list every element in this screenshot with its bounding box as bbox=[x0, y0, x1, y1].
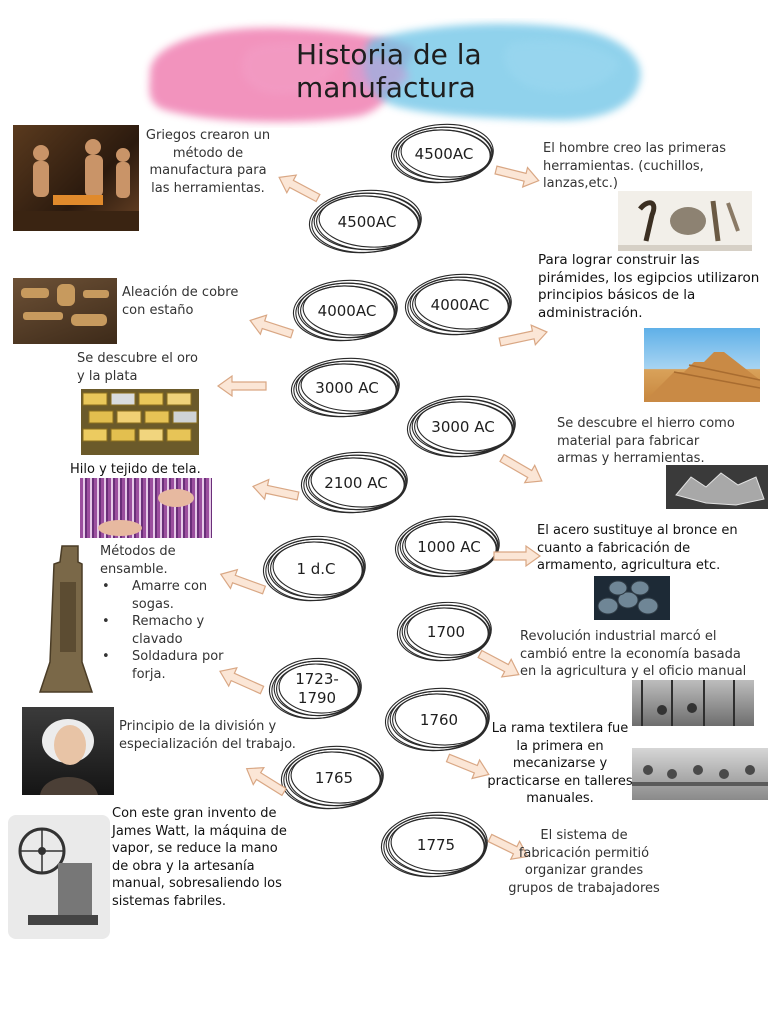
event-hierro: Se descubre el hierro como material para… bbox=[557, 416, 735, 466]
adam-smith-portrait-image bbox=[22, 707, 114, 795]
arrow-left-icon bbox=[245, 766, 287, 797]
ring-icon bbox=[268, 657, 362, 720]
ring-icon bbox=[308, 189, 422, 254]
watercolor-title-background bbox=[149, 23, 641, 122]
timeline-node: 1 d.C bbox=[262, 534, 370, 604]
timeline-node: 4000AC bbox=[404, 272, 516, 338]
timeline-node-label: 1723- 1790 bbox=[295, 670, 339, 707]
ring-icon bbox=[292, 279, 398, 342]
timeline-node: 1760 bbox=[384, 686, 494, 754]
factory-workers-image bbox=[632, 680, 754, 726]
timeline-node-label: 1775 bbox=[416, 835, 456, 854]
ring-icon bbox=[300, 451, 408, 514]
ring-icon bbox=[396, 601, 492, 662]
event-griegos: Griegos crearon un método de manufactura… bbox=[145, 128, 271, 196]
blacksmiths-image bbox=[13, 125, 139, 231]
timeline-node-label: 4000AC bbox=[317, 301, 377, 320]
steel-pipes-image bbox=[594, 576, 670, 620]
ring-icon bbox=[406, 395, 516, 458]
ring-icon bbox=[262, 535, 366, 602]
timeline-node: 1723- 1790 bbox=[268, 656, 366, 722]
event-sistema-fabricacion: El sistema de fabricación permitió organ… bbox=[508, 828, 660, 896]
copper-tin-artifacts-image bbox=[13, 278, 117, 344]
timeline-node: 4500AC bbox=[308, 188, 426, 256]
ring-icon bbox=[290, 357, 400, 418]
event-hombre-herramientas: El hombre creo las primeras herramientas… bbox=[543, 141, 726, 191]
loom-weaving-image bbox=[80, 478, 212, 538]
arrow-right-icon bbox=[498, 324, 548, 347]
stone-tools-image bbox=[618, 191, 752, 251]
arrow-right-icon bbox=[499, 453, 543, 484]
event-oro-plata: Se descubre el oro y la plata bbox=[77, 351, 198, 384]
event-hilo-tejido: Hilo y tejido de tela. bbox=[70, 462, 201, 477]
arrow-right-icon bbox=[494, 165, 540, 188]
timeline-node-label: 2100 AC bbox=[324, 473, 388, 492]
hierro-ore-image bbox=[666, 465, 768, 509]
arrow-left-icon bbox=[249, 314, 294, 339]
gold-silver-bars-image bbox=[81, 389, 199, 455]
timeline-node-label: 4500AC bbox=[337, 212, 397, 231]
timeline-node-label: 4000AC bbox=[430, 295, 490, 314]
page-title: Historia de la manufactura bbox=[296, 38, 482, 104]
methods-block: Métodos de ensamble. Amarre con sogas. R… bbox=[100, 543, 240, 683]
arrow-right-icon bbox=[445, 753, 490, 780]
arrow-right-icon bbox=[487, 833, 529, 861]
timeline-node-label: 1 d.C bbox=[296, 559, 336, 578]
arrow-left-icon bbox=[278, 174, 321, 203]
event-aleacion: Aleación de cobre con estaño bbox=[122, 285, 239, 318]
timeline-node: 3000 AC bbox=[406, 394, 520, 460]
timeline-node: 1000 AC bbox=[394, 514, 504, 580]
event-revolucion-industrial: Revolución industrial marcó el cambió en… bbox=[520, 629, 747, 679]
timeline-node-label: 1000 AC bbox=[417, 537, 481, 556]
ring-icon bbox=[394, 515, 500, 578]
timeline-node-label: 1760 bbox=[419, 710, 459, 729]
arrow-left-icon bbox=[216, 374, 267, 398]
timeline-node-label: 1765 bbox=[314, 768, 354, 787]
timeline-node: 4500AC bbox=[390, 122, 498, 186]
event-division-trabajo: Principio de la división y especializaci… bbox=[119, 719, 296, 752]
list-item: Remacho y clavado bbox=[100, 613, 240, 648]
methods-list: Amarre con sogas. Remacho y clavado Sold… bbox=[100, 578, 240, 683]
timeline-node: 2100 AC bbox=[300, 450, 412, 516]
steam-engine-image bbox=[8, 815, 110, 939]
list-item: Amarre con sogas. bbox=[100, 578, 240, 613]
timeline-node-label: 1700 bbox=[426, 622, 466, 641]
timeline-node: 1765 bbox=[280, 744, 388, 812]
ring-icon bbox=[390, 123, 494, 184]
textile-workshop-image bbox=[632, 748, 768, 800]
ring-icon bbox=[280, 745, 384, 810]
timeline-node-label: 3000 AC bbox=[315, 378, 379, 397]
timeline-node: 1775 bbox=[380, 810, 492, 880]
event-acero: El acero sustituye al bronce en cuanto a… bbox=[537, 523, 738, 573]
timeline-node-label: 4500AC bbox=[414, 144, 474, 163]
ring-icon bbox=[384, 687, 490, 752]
timeline-node: 3000 AC bbox=[290, 356, 404, 420]
ancient-tool-image bbox=[26, 542, 110, 698]
timeline-node: 1700 bbox=[396, 600, 496, 664]
arrow-right-icon bbox=[477, 649, 520, 678]
ring-icon bbox=[380, 811, 488, 878]
pyramid-image bbox=[644, 328, 760, 402]
methods-title: Métodos de ensamble. bbox=[100, 544, 176, 577]
timeline-node: 4000AC bbox=[292, 278, 402, 344]
event-watt: Con este gran invento de James Watt, la … bbox=[112, 806, 287, 909]
event-textil: La rama textilera fue la primera en meca… bbox=[487, 721, 633, 806]
arrow-right-icon bbox=[493, 544, 542, 568]
arrow-left-icon bbox=[251, 478, 300, 501]
timeline-node-label: 3000 AC bbox=[431, 417, 495, 436]
list-item: Soldadura por forja. bbox=[100, 648, 240, 683]
event-piramides: Para lograr construir las pirámides, los… bbox=[538, 252, 760, 321]
ring-icon bbox=[404, 273, 512, 336]
